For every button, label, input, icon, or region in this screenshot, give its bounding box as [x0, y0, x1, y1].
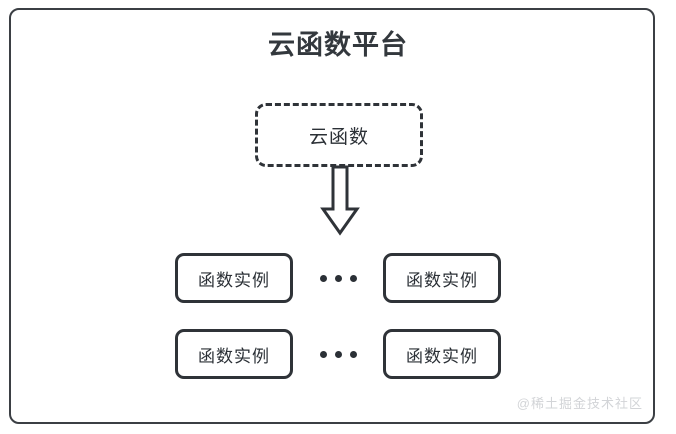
ellipsis-dot — [319, 274, 327, 282]
function-instance-label: 函数实例 — [198, 270, 270, 290]
function-instance-label: 函数实例 — [406, 346, 478, 366]
cloud-function-box[interactable]: 云函数 — [255, 103, 423, 167]
function-instance-label: 函数实例 — [198, 346, 270, 366]
cloud-function-label: 云函数 — [308, 126, 369, 148]
function-instance-box[interactable]: 函数实例 — [175, 253, 293, 303]
ellipsis-dot — [349, 274, 357, 282]
page-title: 云函数平台 — [268, 30, 408, 60]
down-block-arrow-icon — [310, 165, 370, 237]
ellipsis-dot — [319, 350, 327, 358]
ellipsis-icon — [293, 253, 383, 303]
ellipsis-dot — [334, 274, 342, 282]
ellipsis-dot — [334, 350, 342, 358]
function-instance-box[interactable]: 函数实例 — [383, 253, 501, 303]
ellipsis-dot — [349, 350, 357, 358]
instance-row-1: 函数实例 函数实例 — [0, 252, 676, 304]
watermark: @稀土掘金技术社区 — [516, 396, 643, 411]
function-instance-box[interactable]: 函数实例 — [175, 329, 293, 379]
function-instance-box[interactable]: 函数实例 — [383, 329, 501, 379]
function-instance-label: 函数实例 — [406, 270, 478, 290]
ellipsis-icon — [293, 329, 383, 379]
instance-row-2: 函数实例 函数实例 — [0, 328, 676, 380]
